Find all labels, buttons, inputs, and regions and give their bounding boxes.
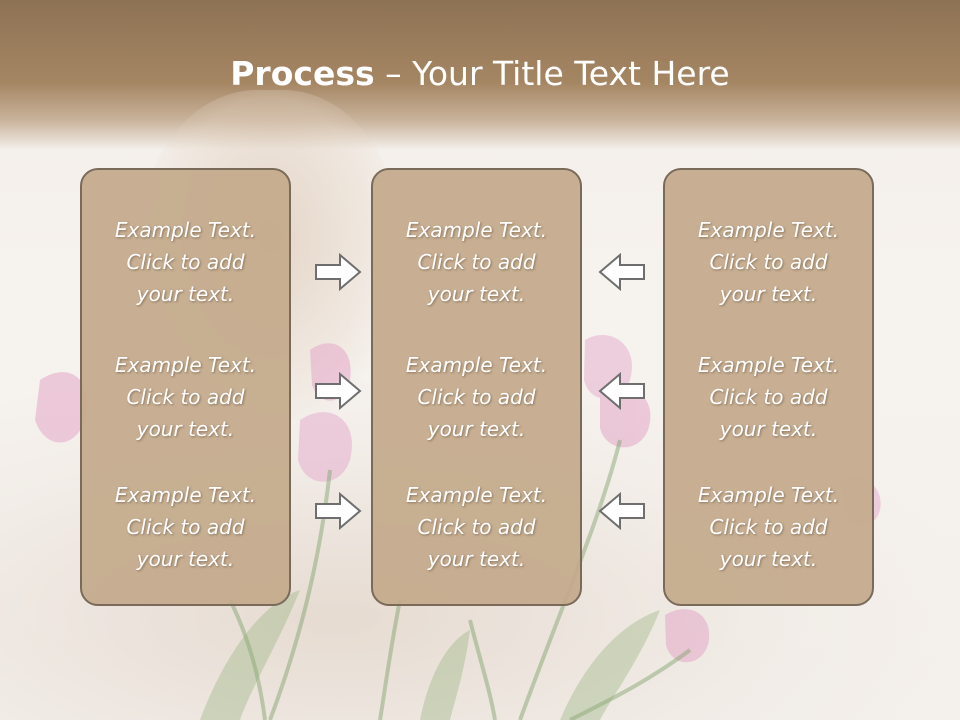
- left-text-box[interactable]: Example Text. Click to add your text. Ex…: [80, 168, 291, 606]
- text-line: Click to add: [417, 515, 536, 539]
- text-block[interactable]: Example Text. Click to add your text.: [665, 479, 872, 575]
- text-line: Click to add: [126, 385, 245, 409]
- text-line: Example Text.: [405, 218, 548, 242]
- text-block[interactable]: Example Text. Click to add your text.: [373, 214, 580, 310]
- text-block[interactable]: Example Text. Click to add your text.: [373, 349, 580, 445]
- text-block[interactable]: Example Text. Click to add your text.: [373, 479, 580, 575]
- text-line: your text.: [719, 417, 818, 441]
- text-block[interactable]: Example Text. Click to add your text.: [82, 349, 289, 445]
- text-line: your text.: [427, 547, 526, 571]
- text-line: your text.: [719, 282, 818, 306]
- text-line: Example Text.: [697, 218, 840, 242]
- right-arrow-icon[interactable]: [314, 252, 362, 292]
- text-line: Example Text.: [114, 218, 257, 242]
- title-band: [0, 0, 960, 150]
- text-line: Click to add: [126, 515, 245, 539]
- text-line: Example Text.: [405, 353, 548, 377]
- slide-title[interactable]: Process – Your Title Text Here: [0, 52, 960, 96]
- text-block[interactable]: Example Text. Click to add your text.: [665, 349, 872, 445]
- right-arrow-icon[interactable]: [314, 491, 362, 531]
- text-line: Click to add: [417, 250, 536, 274]
- text-line: your text.: [427, 282, 526, 306]
- middle-text-box[interactable]: Example Text. Click to add your text. Ex…: [371, 168, 582, 606]
- title-bold: Process: [230, 54, 375, 93]
- text-line: Example Text.: [405, 483, 548, 507]
- right-text-box[interactable]: Example Text. Click to add your text. Ex…: [663, 168, 874, 606]
- left-arrow-icon[interactable]: [598, 252, 646, 292]
- text-line: Click to add: [709, 250, 828, 274]
- text-line: Click to add: [709, 385, 828, 409]
- text-line: Click to add: [417, 385, 536, 409]
- title-rest: – Your Title Text Here: [374, 54, 730, 93]
- text-line: your text.: [136, 282, 235, 306]
- text-block[interactable]: Example Text. Click to add your text.: [82, 479, 289, 575]
- text-line: Example Text.: [114, 353, 257, 377]
- text-line: your text.: [136, 417, 235, 441]
- text-line: your text.: [427, 417, 526, 441]
- text-line: Click to add: [126, 250, 245, 274]
- text-line: Click to add: [709, 515, 828, 539]
- text-line: Example Text.: [697, 483, 840, 507]
- left-arrow-icon[interactable]: [598, 491, 646, 531]
- left-arrow-icon[interactable]: [598, 371, 646, 411]
- text-block[interactable]: Example Text. Click to add your text.: [82, 214, 289, 310]
- text-line: your text.: [136, 547, 235, 571]
- text-line: your text.: [719, 547, 818, 571]
- text-line: Example Text.: [697, 353, 840, 377]
- text-line: Example Text.: [114, 483, 257, 507]
- right-arrow-icon[interactable]: [314, 371, 362, 411]
- text-block[interactable]: Example Text. Click to add your text.: [665, 214, 872, 310]
